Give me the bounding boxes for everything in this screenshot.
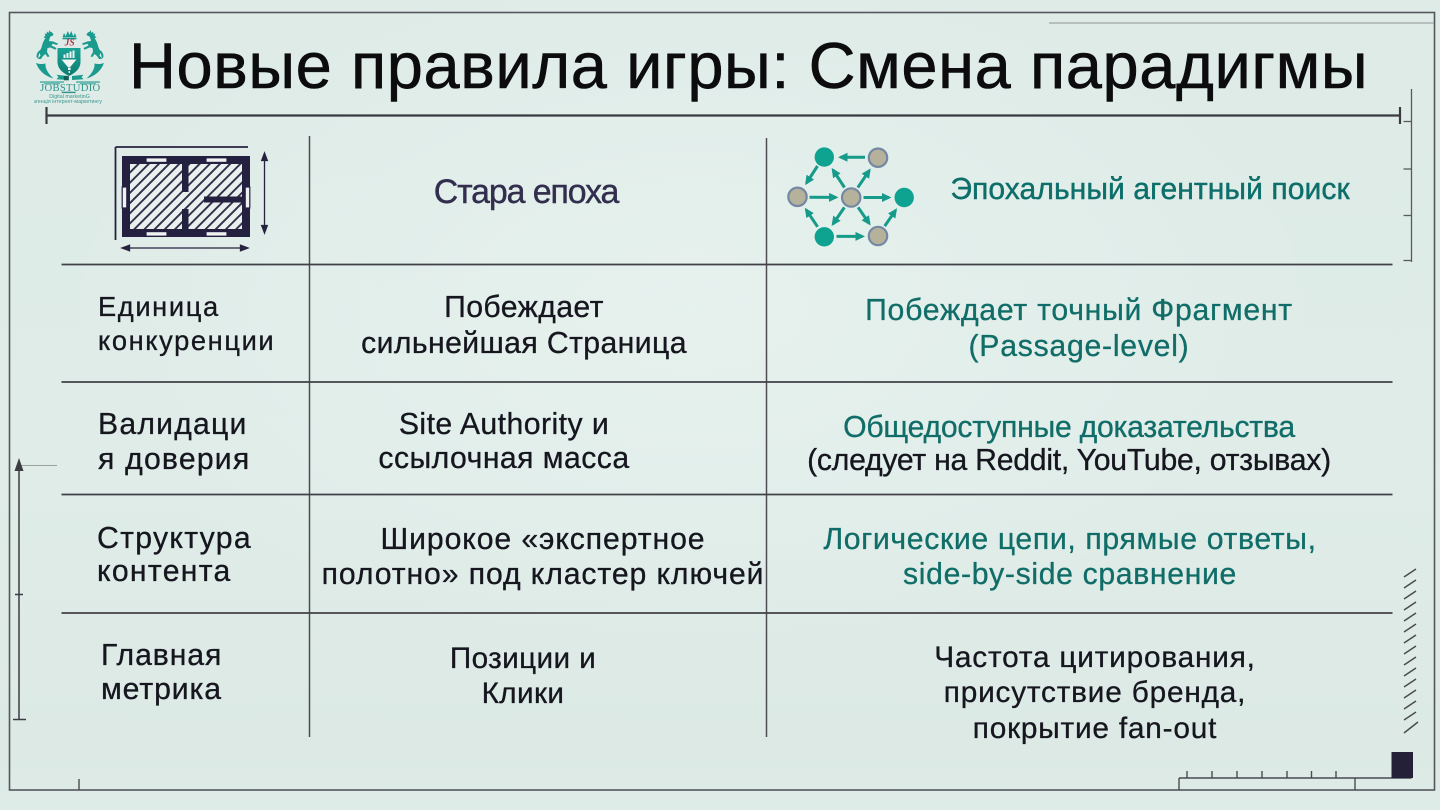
svg-text:агенція інтернет-маркетингу: агенція інтернет-маркетингу: [34, 99, 102, 105]
svg-text:JOBSTUDIO: JOBSTUDIO: [40, 83, 100, 94]
svg-text:Digital marketinG: Digital marketinG: [49, 94, 90, 100]
svg-text:JS: JS: [64, 39, 75, 49]
